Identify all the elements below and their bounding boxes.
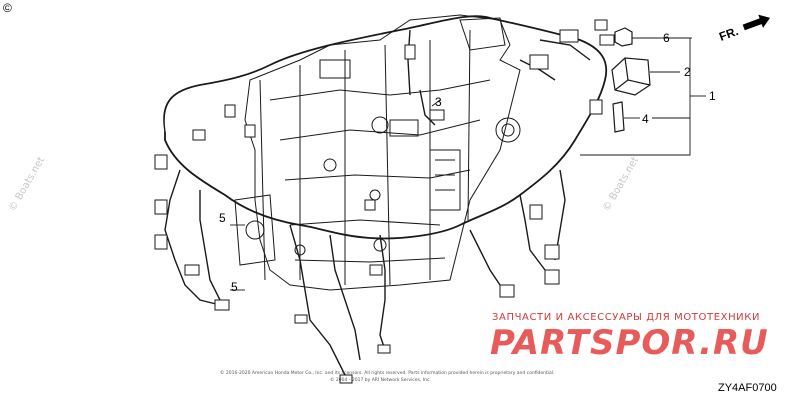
harness-connectors: [154, 19, 615, 384]
callout-5-lower: 5: [231, 280, 238, 294]
callout-2: 2: [684, 65, 691, 79]
callout-5-upper: 5: [219, 211, 226, 225]
engine-block: [234, 14, 521, 291]
front-direction-arrow-icon: [742, 14, 771, 31]
watermark-shop-name: PARTSPOR.RU: [490, 323, 769, 363]
callout-3: 3: [435, 95, 442, 109]
front-direction-indicator: FR.: [717, 14, 771, 44]
watermark-shop-tagline: ЗАПЧАСТИ И АКСЕССУАРЫ ДЛЯ МОТОТЕХНИКИ: [492, 312, 760, 323]
callout-1: 1: [709, 89, 716, 103]
callout-6: 6: [663, 31, 670, 45]
watermark-right: © Boats.net: [601, 155, 641, 213]
part-4-tag: [612, 101, 625, 133]
part-6-clip: [614, 27, 633, 47]
front-direction-label: FR.: [717, 24, 740, 44]
callout-4: 4: [642, 112, 649, 126]
copyright-line-2: © 2004 - 2017 by ARI Network Services, I…: [330, 376, 431, 383]
watermark-left: © Boats.net: [7, 155, 47, 213]
diagram-code: ZY4AF0700: [718, 382, 777, 394]
copyright-line-1: © 2016-2020 American Honda Motor Co., In…: [220, 369, 554, 376]
part-2-connector-cover: [611, 57, 651, 96]
leader-lines: [230, 37, 706, 291]
corner-copyright-symbol: ©: [3, 1, 12, 15]
